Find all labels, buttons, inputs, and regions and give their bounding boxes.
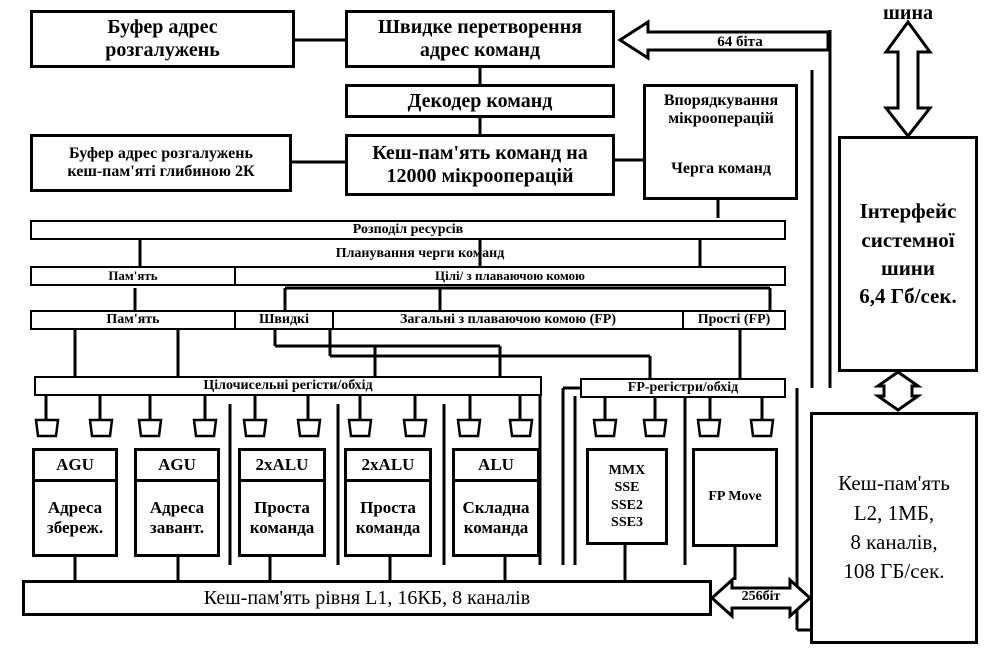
queue-scheduling-label: Планування черги команд xyxy=(335,246,505,261)
simple-fp-scheduler: Прості (FP) xyxy=(682,310,786,330)
unit-function: Проста команда xyxy=(249,497,315,537)
mem-queue-1: Пам'ять xyxy=(30,266,236,286)
uop-ordering-label: Впорядкування мікрооперацій xyxy=(663,92,779,128)
unit-function: Складна команда xyxy=(462,497,530,537)
branch-address-buffer: Буфер адрес розгалужень xyxy=(30,10,295,68)
general-fp-scheduler: Загальні з плаваючою комою (FP) xyxy=(332,310,684,330)
int-fp-queue: Цілі/ з плаваючою комою xyxy=(234,266,786,286)
integer-registers-bypass: Цілочисельні регісти/обхід xyxy=(34,376,542,396)
resource-allocation: Розподіл ресурсів xyxy=(30,220,786,240)
unit-function: Адреса завант. xyxy=(149,497,205,537)
system-bus-interface: Інтерфейс системної шини 6,4 Гб/сек. xyxy=(838,136,978,372)
uop-ordering-block xyxy=(643,84,798,200)
unit-type: 2xALU xyxy=(241,451,323,482)
unit-type: 2xALU xyxy=(347,451,429,482)
bus-top-label: шина xyxy=(883,2,933,24)
alu-simple-unit-1: 2xALU Проста команда xyxy=(238,448,326,557)
fp-move-unit: FP Move xyxy=(692,448,778,547)
unit-function: Адреса збереж. xyxy=(46,497,104,537)
mmx-sse-unit: MMX SSE SSE2 SSE3 xyxy=(586,448,668,545)
fp-registers-bypass: FP-регістри/обхід xyxy=(580,378,786,398)
unit-function: Проста команда xyxy=(355,497,421,537)
l1-cache: Кеш-пам'ять рівня L1, 16КБ, 8 каналів xyxy=(22,580,712,616)
l2-cache: Кеш-пам'ять L2, 1МБ, 8 каналів, 108 ГБ/с… xyxy=(810,412,978,644)
agu-load-unit: AGU Адреса завант. xyxy=(134,448,220,557)
unit-type: AGU xyxy=(137,451,217,482)
bits-256-label: 256біт xyxy=(741,589,781,604)
instruction-queue-label: Черга команд xyxy=(671,160,771,177)
trace-cache: Кеш-пам'ять команд на 12000 мікроопераці… xyxy=(345,134,615,196)
instruction-decoder: Декодер команд xyxy=(345,84,615,118)
mem-queue-2: Пам'ять xyxy=(30,310,236,330)
branch-buffer-2k: Буфер адрес розгалужень кеш-пам'яті глиб… xyxy=(30,134,292,192)
fast-address-translation: Швидке перетворення адрес команд xyxy=(345,10,615,68)
unit-type: AGU xyxy=(35,451,115,482)
bits-64-label: 64 біта xyxy=(717,34,763,50)
alu-simple-unit-2: 2xALU Проста команда xyxy=(344,448,432,557)
fast-scheduler: Швидкі xyxy=(234,310,334,330)
unit-type: ALU xyxy=(455,451,537,482)
agu-store-unit: AGU Адреса збереж. xyxy=(32,448,118,557)
alu-complex-unit: ALU Складна команда xyxy=(452,448,540,557)
